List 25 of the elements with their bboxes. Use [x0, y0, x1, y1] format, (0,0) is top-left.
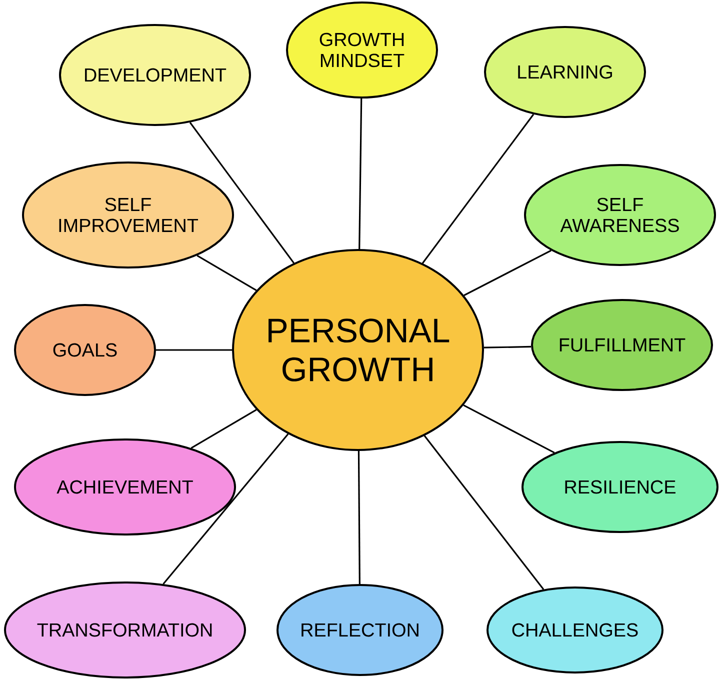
connector-line	[358, 98, 362, 250]
connector-line	[156, 349, 232, 351]
connector-line	[422, 114, 534, 264]
connector-line	[464, 250, 552, 296]
topic-bubble: REFLECTION	[276, 584, 444, 676]
connector-line	[189, 122, 294, 264]
topic-bubble: DEVELOPMENT	[59, 24, 251, 126]
topic-bubble: GOALS	[14, 304, 156, 396]
central-bubble: PERSONAL GROWTH	[232, 249, 484, 451]
topic-bubble: FULFILLMENT	[531, 299, 713, 391]
topic-bubble: SELF IMPROVEMENT	[22, 162, 234, 268]
topic-bubble: LEARNING	[484, 26, 646, 118]
topic-bubble: ACHIEVEMENT	[14, 438, 236, 536]
connector-line	[196, 254, 257, 292]
connector-line	[358, 450, 360, 584]
topic-bubble: CHALLENGES	[486, 586, 664, 674]
connector-line	[190, 409, 257, 449]
topic-bubble: SELF AWARENESS	[524, 164, 716, 266]
connector-line	[463, 404, 555, 454]
topic-bubble: GROWTH MINDSET	[286, 2, 438, 98]
topic-bubble: TRANSFORMATION	[4, 582, 246, 678]
connector-line	[484, 346, 532, 348]
connector-line	[162, 434, 289, 584]
topic-bubble: RESILIENCE	[522, 441, 718, 533]
connector-line	[424, 435, 544, 590]
